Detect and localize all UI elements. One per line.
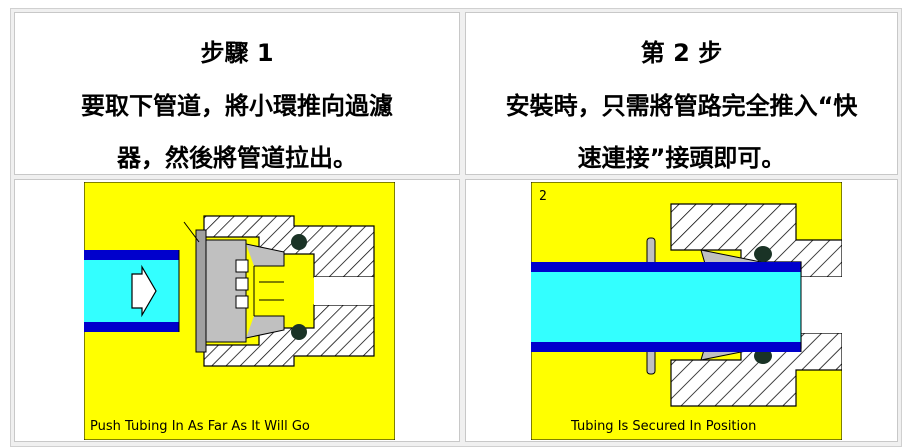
step1-diagram: Push Tubing In As Far As It Will Go bbox=[84, 182, 395, 440]
step1-instruction-line2: 器，然後將管道拉出。 bbox=[117, 144, 357, 172]
step2-diagram-number: 2 bbox=[539, 189, 547, 204]
fitting-body bbox=[203, 215, 375, 367]
step2-diagram-caption: Tubing Is Secured In Position bbox=[570, 419, 756, 434]
o-ring-top bbox=[291, 234, 307, 250]
step2-text-cell: 第 2 步 安裝時，只需將管路完全推入“快 速連接”接頭即可。 bbox=[465, 12, 898, 175]
step1-heading: 步驟 1 bbox=[200, 39, 274, 67]
arrow-right-icon bbox=[131, 264, 157, 318]
tube bbox=[84, 250, 180, 332]
step2-instruction-line1: 安裝時，只需將管路完全推入“快 bbox=[505, 92, 858, 120]
tube bbox=[531, 262, 802, 352]
step1-text-cell: 步驟 1 要取下管道，將小環推向過濾 器，然後將管道拉出。 bbox=[14, 12, 460, 175]
step2-heading: 第 2 步 bbox=[640, 39, 723, 67]
step2-instruction-line2: 速連接”接頭即可。 bbox=[577, 144, 786, 172]
step1-diagram-caption: Push Tubing In As Far As It Will Go bbox=[90, 419, 310, 434]
step1-instruction-line1: 要取下管道，將小環推向過濾 bbox=[81, 92, 393, 120]
collet bbox=[183, 221, 285, 353]
o-ring-bottom bbox=[291, 324, 307, 340]
step2-diagram: 2 Tubing Is Secured In Position bbox=[531, 182, 842, 440]
o-ring-top bbox=[754, 246, 772, 262]
